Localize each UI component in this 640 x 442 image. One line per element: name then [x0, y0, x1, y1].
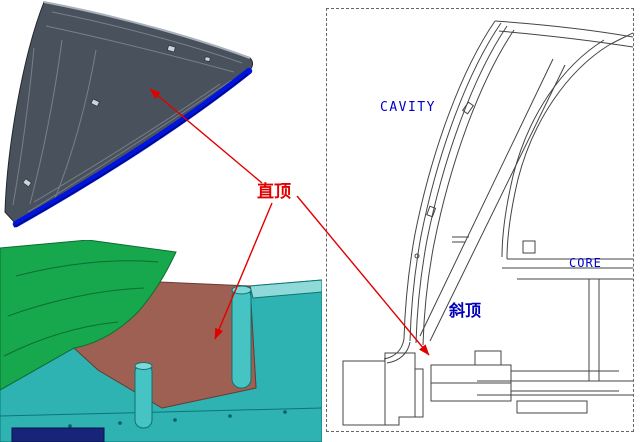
section-line-drawing [342, 20, 633, 426]
section-view-box [326, 8, 634, 432]
teal-base-edge-line [0, 407, 322, 417]
navy-block [11, 427, 105, 442]
fender-panel-3d-view [4, 1, 253, 228]
cavity-label: CAVITY [380, 100, 436, 115]
straight-ejector-label: 直顶 [257, 182, 291, 202]
panel-holes [22, 44, 211, 188]
bolt-holes [68, 410, 287, 428]
panel-top-highlight [43, 1, 251, 59]
mold-core-3d-view [0, 240, 322, 442]
green-part-surface [0, 240, 177, 391]
panel-body [4, 1, 253, 225]
lifter-label: 斜顶 [449, 301, 482, 320]
green-surface-lines [3, 260, 159, 357]
core-label: CORE [569, 256, 602, 270]
